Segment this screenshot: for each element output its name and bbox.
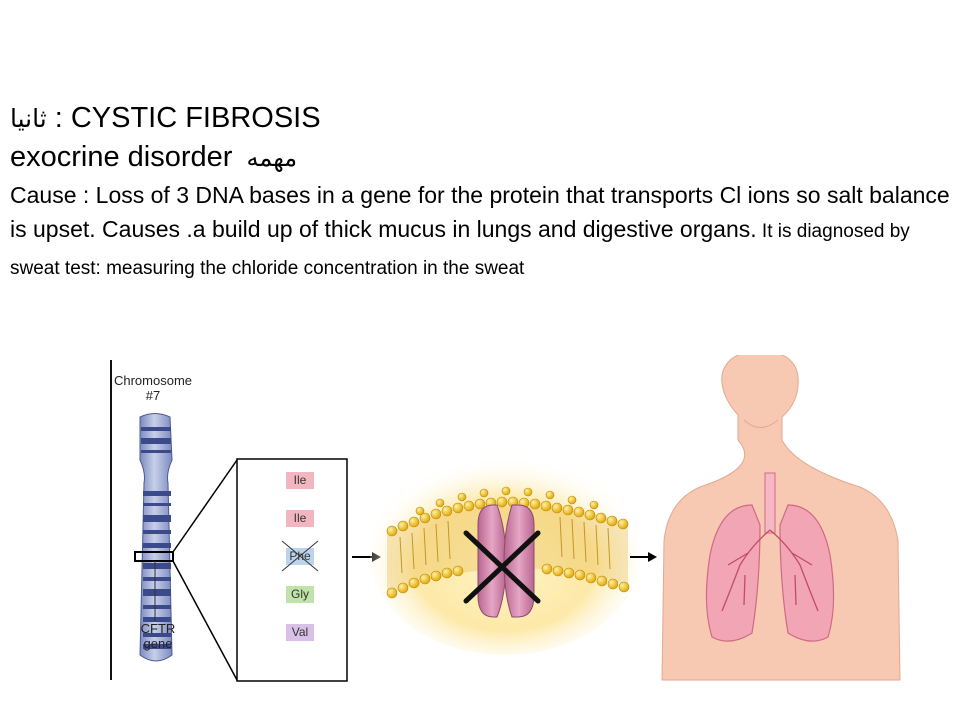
cell-membrane <box>370 455 640 655</box>
cftr-diagram: Chromosome #7 CFTR gene Ile Ile Phe Gly … <box>0 348 960 685</box>
zoom-line-top <box>172 459 238 553</box>
amino-acid-2-box <box>286 510 314 527</box>
gene-zoom-box <box>236 458 348 682</box>
amino-acid-boxes <box>281 472 319 641</box>
chromosome-label-line2: #7 <box>145 388 161 403</box>
cftr-gene-label: CFTR gene <box>128 621 188 651</box>
diagnosis-text: It is diagnosed by sweat test: measuring… <box>10 221 910 279</box>
amino-acid-4: Gly <box>291 587 309 601</box>
amino-acid-1: Ile <box>293 473 307 487</box>
chromosome-label-line1: Chromosome <box>113 373 193 388</box>
body-paragraph: Cause : Loss of 3 DNA bases in a gene fo… <box>10 178 950 286</box>
blocked-x-line-2 <box>463 530 541 604</box>
amino-acid-1-box <box>286 472 314 489</box>
chromosome-7 <box>134 413 174 662</box>
cftr-gene-box <box>134 551 174 562</box>
diagram-graphic <box>110 348 901 682</box>
chromosome-label: Chromosome #7 <box>108 373 198 403</box>
human-torso <box>661 348 901 681</box>
lungs <box>705 472 835 642</box>
title-english: : CYSTIC FIBROSIS <box>54 102 321 134</box>
gene-label-line2: gene <box>143 636 173 651</box>
amino-acid-2: Ile <box>293 511 307 525</box>
subtitle-arabic-note: مهمه <box>246 144 298 172</box>
slide-subtitle: exocrine disorder مهمه <box>10 139 950 176</box>
deletion-cross-2 <box>281 540 319 572</box>
zoom-line-bottom <box>172 560 238 681</box>
amino-acid-5: Val <box>291 625 309 639</box>
cause-text: Cause : Loss of 3 DNA bases in a gene fo… <box>10 182 950 242</box>
amino-acid-5-box <box>286 624 314 641</box>
chromosome-bands <box>141 427 171 649</box>
subtitle-english: exocrine disorder <box>10 141 233 173</box>
gene-label-line1: CFTR <box>140 621 176 636</box>
arrow-membrane-to-body <box>630 552 657 562</box>
slide-title: ثانيا: CYSTIC FIBROSIS <box>10 98 950 139</box>
title-arabic-prefix: ثانيا <box>10 104 47 133</box>
amino-acid-4-box <box>286 586 314 603</box>
amino-acid-3: Phe <box>289 549 311 563</box>
slide-text: ثانيا: CYSTIC FIBROSIS exocrine disorder… <box>10 98 950 286</box>
cftr-channel <box>477 504 535 618</box>
